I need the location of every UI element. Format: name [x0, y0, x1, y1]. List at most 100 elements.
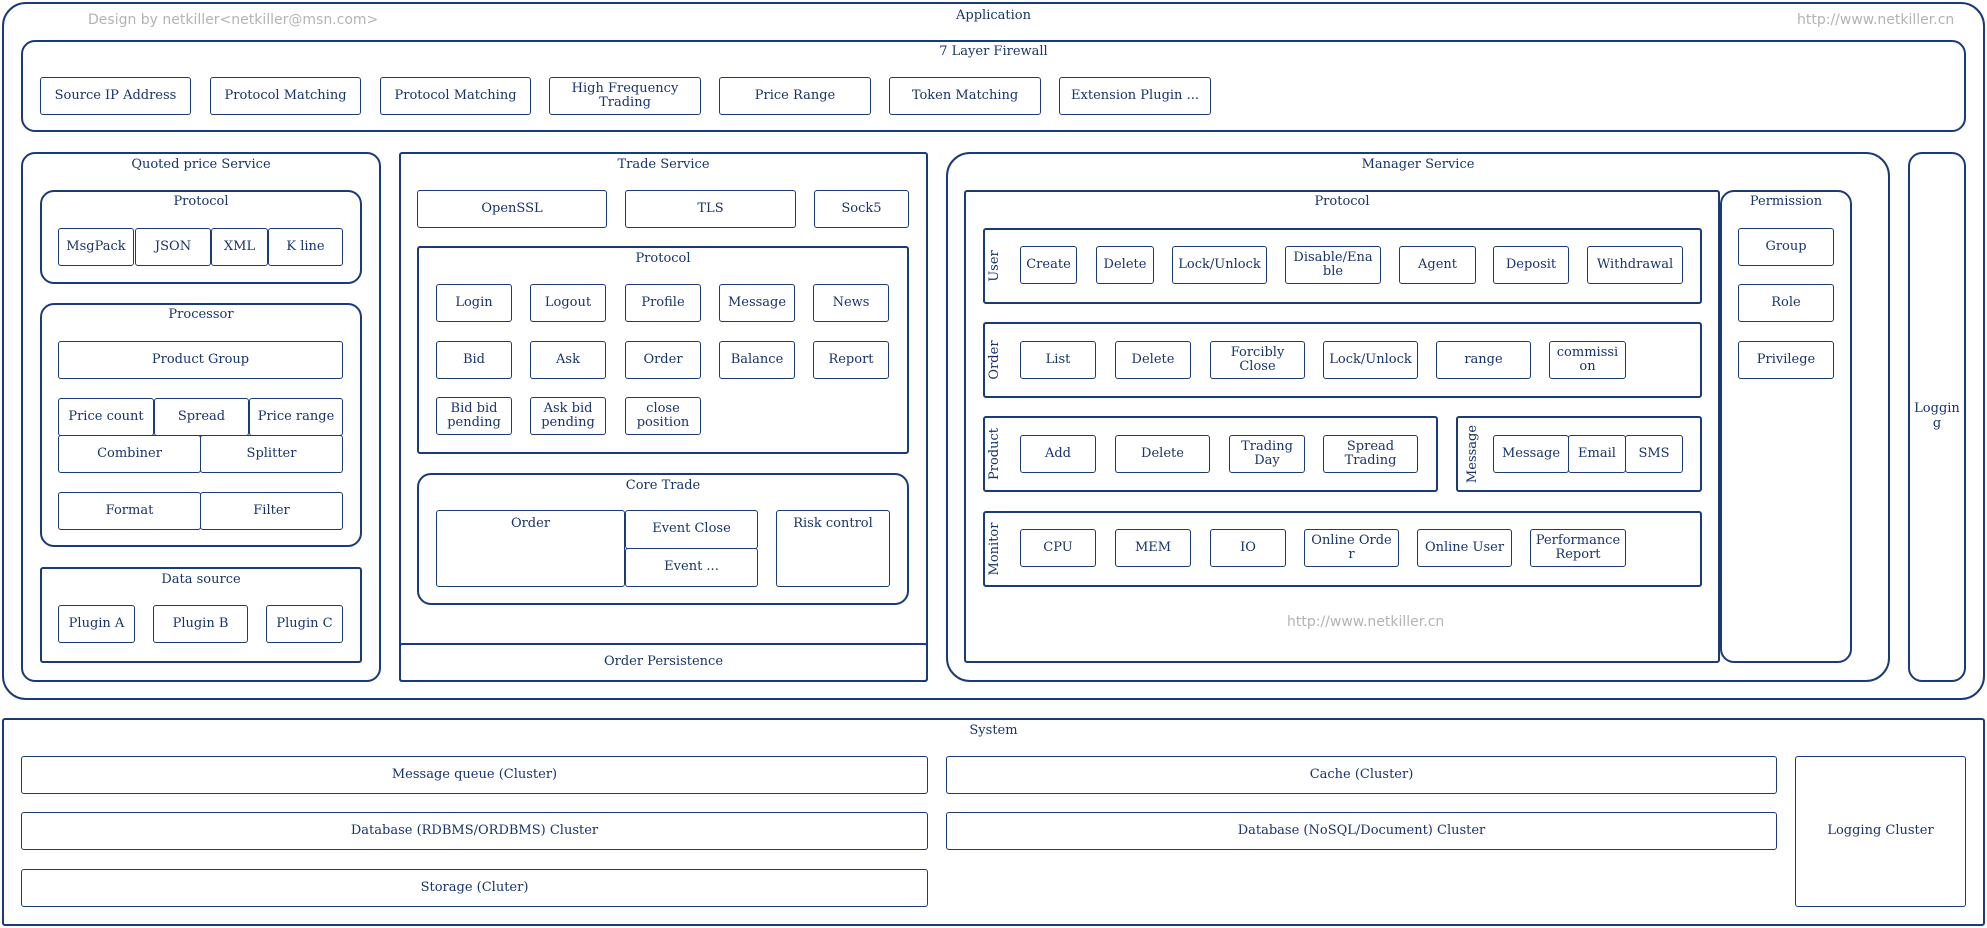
product-trading-day: Trading Day [1229, 435, 1305, 473]
data-source-group [40, 567, 362, 663]
quoted-json: JSON [135, 228, 211, 266]
plugin-b: Plugin B [153, 605, 248, 643]
trade-protocol-group [417, 246, 909, 454]
core-risk-control: Risk control [776, 510, 890, 587]
permission-role: Role [1738, 284, 1834, 322]
trade-logout: Logout [530, 284, 606, 322]
order-commission: commission [1549, 341, 1626, 379]
sock5: Sock5 [814, 190, 909, 228]
message-email: Email [1568, 435, 1626, 473]
core-event-more: Event ... [625, 548, 758, 587]
permission-privilege: Privilege [1738, 341, 1834, 379]
monitor-io: IO [1210, 529, 1286, 567]
firewall-token-matching: Token Matching [889, 77, 1041, 115]
processor-group [40, 303, 362, 547]
core-event-close: Event Close [625, 510, 758, 549]
core-trade-group [417, 473, 909, 605]
data-source-title: Data source [161, 571, 241, 587]
permission-title: Permission [1749, 193, 1823, 209]
message-queue-cluster: Message queue (Cluster) [21, 756, 928, 794]
splitter: Splitter [200, 435, 343, 473]
order-persistence [399, 643, 928, 682]
permission-group [1720, 190, 1852, 663]
quoted-msgpack: MsgPack [58, 228, 134, 266]
user-withdrawal: Withdrawal [1587, 246, 1683, 284]
price-range: Price range [249, 398, 343, 436]
monitor-performance-report: Performance Report [1530, 529, 1626, 567]
application-container [2, 2, 1985, 700]
user-disable-enable: Disable/Enable [1285, 246, 1381, 284]
spread: Spread [154, 398, 249, 436]
system-container [2, 718, 1985, 926]
trade-balance: Balance [719, 341, 795, 379]
application-title: Application [956, 7, 1031, 23]
order-forcibly-close: Forcibly Close [1210, 341, 1305, 379]
order-range: range [1436, 341, 1531, 379]
quoted-protocol-group [40, 190, 362, 284]
cache-cluster: Cache (Cluster) [946, 756, 1777, 794]
price-count: Price count [58, 398, 154, 436]
order-lock-unlock: Lock/Unlock [1323, 341, 1418, 379]
database-rdbms-cluster: Database (RDBMS/ORDBMS) Cluster [21, 812, 928, 850]
message-sms: SMS [1625, 435, 1683, 473]
user-agent: Agent [1399, 246, 1476, 284]
order-list: List [1020, 341, 1096, 379]
trade-close-position: close position [625, 397, 701, 435]
product-label: Product [986, 428, 1002, 480]
firewall-price-range: Price Range [719, 77, 871, 115]
firewall-protocol-matching-2: Protocol Matching [380, 77, 531, 115]
system-title: System [969, 722, 1018, 738]
tls: TLS [625, 190, 796, 228]
message-group [1456, 416, 1702, 492]
site-watermark-top: http://www.netkiller.cn [1797, 12, 1955, 28]
firewall-title: 7 Layer Firewall [939, 43, 1048, 59]
trade-ask: Ask [530, 341, 606, 379]
manager-protocol-title: Protocol [1314, 193, 1370, 209]
order-group [983, 322, 1702, 398]
site-watermark-center: http://www.netkiller.cn [1287, 614, 1445, 630]
openssl: OpenSSL [417, 190, 607, 228]
user-create: Create [1020, 246, 1077, 284]
manager-service-title: Manager Service [1361, 156, 1475, 172]
firewall-extension-plugin: Extension Plugin ... [1059, 77, 1211, 115]
quoted-price-service [21, 152, 381, 682]
trade-bid-bid-pending: Bid bid pending [436, 397, 512, 435]
trade-news: News [813, 284, 889, 322]
logging-container [1908, 152, 1966, 682]
quoted-protocol-title: Protocol [173, 193, 229, 209]
quoted-k-line: K line [268, 228, 343, 266]
message-label: Message [1464, 424, 1480, 484]
filter: Filter [200, 492, 343, 530]
firewall-high-frequency-trading: High Frequency Trading [549, 77, 701, 115]
storage-cluster: Storage (Cluter) [21, 869, 928, 907]
monitor-mem: MEM [1115, 529, 1191, 567]
quoted-xml: XML [211, 228, 268, 266]
format: Format [58, 492, 201, 530]
product-spread-trading: Spread Trading [1323, 435, 1418, 473]
firewall-container [21, 40, 1966, 132]
manager-service [946, 152, 1890, 682]
database-nosql-cluster: Database (NoSQL/Document) Cluster [946, 812, 1777, 850]
firewall-source-ip: Source IP Address [40, 77, 191, 115]
user-lock-unlock: Lock/Unlock [1172, 246, 1267, 284]
trade-service-title: Trade Service [617, 156, 710, 172]
monitor-online-order: Online Order [1304, 529, 1399, 567]
author-watermark: Design by netkiller<netkiller@msn.com> [88, 12, 379, 28]
trade-bid: Bid [436, 341, 512, 379]
order-label: Order [986, 340, 1002, 380]
trade-login: Login [436, 284, 512, 322]
product-group-box [983, 416, 1438, 492]
user-delete: Delete [1096, 246, 1154, 284]
manager-protocol-group [964, 190, 1720, 663]
monitor-online-user: Online User [1417, 529, 1512, 567]
permission-group-item: Group [1738, 228, 1834, 266]
user-group [983, 228, 1702, 304]
monitor-label: Monitor [986, 522, 1002, 576]
core-order: Order [436, 510, 625, 587]
core-trade-title: Core Trade [625, 477, 701, 493]
trade-message: Message [719, 284, 795, 322]
monitor-group [983, 511, 1702, 587]
trade-ask-bid-pending: Ask bid pending [530, 397, 606, 435]
plugin-c: Plugin C [266, 605, 343, 643]
